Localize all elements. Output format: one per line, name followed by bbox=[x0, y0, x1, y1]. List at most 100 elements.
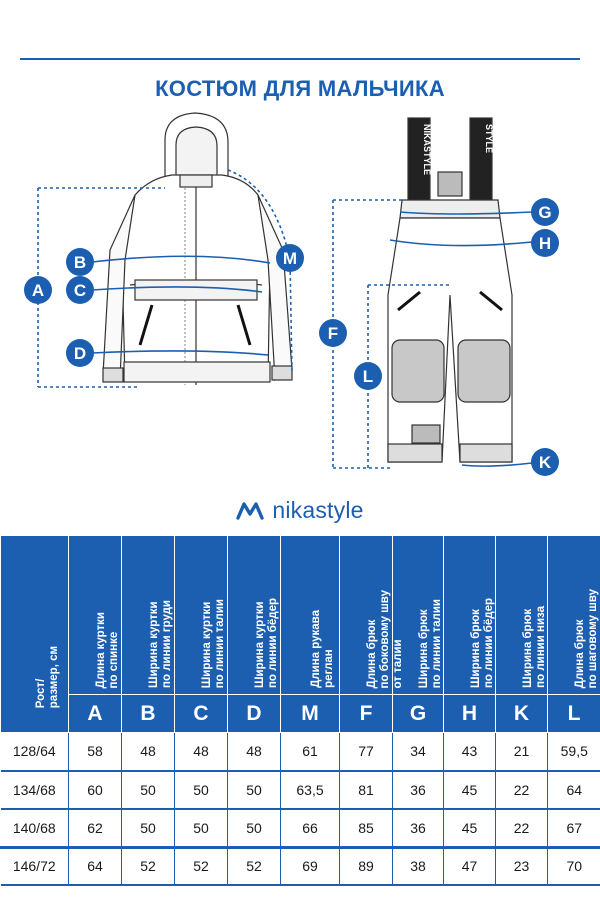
brand-mark-icon bbox=[236, 502, 265, 520]
size-cell: 134/68 bbox=[0, 770, 69, 810]
letter-a: A bbox=[68, 694, 122, 733]
value-cell: 89 bbox=[339, 846, 393, 886]
value-cell: 34 bbox=[392, 732, 444, 772]
value-cell: 50 bbox=[174, 770, 228, 810]
garment-diagram: NIKASTYLE STYLE A B C D M G H F L K bbox=[24, 112, 559, 476]
value-cell: 48 bbox=[174, 732, 228, 772]
value-cell: 22 bbox=[495, 770, 548, 810]
value-cell: 77 bbox=[339, 732, 393, 772]
table-letter-row: A B C D M F G H K L bbox=[1, 694, 600, 733]
value-cell: 48 bbox=[121, 732, 175, 772]
value-cell: 52 bbox=[174, 846, 228, 886]
dimension-markers: A B C D M G H F L K bbox=[24, 198, 559, 476]
letter-d: D bbox=[227, 694, 281, 733]
value-cell: 52 bbox=[227, 846, 281, 886]
value-cell: 23 bbox=[495, 846, 548, 886]
value-cell: 36 bbox=[392, 770, 444, 810]
letter-c: C bbox=[174, 694, 228, 733]
svg-text:H: H bbox=[539, 234, 551, 253]
marker-g: G bbox=[531, 198, 559, 226]
marker-b: B bbox=[66, 248, 94, 276]
svg-text:A: A bbox=[32, 281, 44, 300]
value-cell: 60 bbox=[68, 770, 122, 810]
value-cell: 48 bbox=[227, 732, 281, 772]
table-row: 128/64 58 48 48 48 61 77 34 43 21 59,5 bbox=[0, 732, 600, 772]
value-cell: 43 bbox=[443, 732, 496, 772]
header-cell-h: Ширина брюк по линии бёдер bbox=[443, 535, 496, 695]
value-cell: 62 bbox=[68, 808, 122, 848]
letter-h: H bbox=[443, 694, 496, 733]
letter-b: B bbox=[121, 694, 175, 733]
value-cell: 81 bbox=[339, 770, 393, 810]
letter-l: L bbox=[547, 694, 600, 733]
value-cell: 66 bbox=[280, 808, 340, 848]
table-body: 128/64 58 48 48 48 61 77 34 43 21 59,5 1… bbox=[0, 732, 600, 886]
svg-text:L: L bbox=[363, 367, 373, 386]
marker-l: L bbox=[354, 362, 382, 390]
value-cell: 50 bbox=[121, 808, 175, 848]
svg-text:D: D bbox=[74, 344, 86, 363]
letter-f: F bbox=[339, 694, 393, 733]
size-cell: 140/68 bbox=[0, 808, 69, 848]
svg-text:F: F bbox=[328, 324, 338, 343]
header-cell-l: Длина брюк по шаговому шву bbox=[547, 535, 600, 695]
header-cell-m: Длина рукава реглан bbox=[280, 535, 340, 695]
top-divider bbox=[20, 58, 580, 60]
value-cell: 52 bbox=[121, 846, 175, 886]
svg-text:B: B bbox=[74, 253, 86, 272]
svg-text:M: M bbox=[283, 249, 297, 268]
value-cell: 50 bbox=[174, 808, 228, 848]
header-cell-c: Ширина куртки по линии талии bbox=[174, 535, 228, 695]
page-title: КОСТЮМ ДЛЯ МАЛЬЧИКА bbox=[155, 76, 445, 101]
suspender-print: NIKASTYLE STYLE bbox=[422, 124, 494, 175]
letter-g: G bbox=[392, 694, 444, 733]
brand-logo: nikastyle bbox=[0, 494, 600, 526]
table-header-row: Рост/ размер, см Длина куртки по спинке … bbox=[0, 535, 600, 733]
svg-text:G: G bbox=[538, 203, 551, 222]
marker-k: K bbox=[531, 448, 559, 476]
value-cell: 85 bbox=[339, 808, 393, 848]
header-cell-g: Ширина брюк по линии талии bbox=[392, 535, 444, 695]
value-cell: 50 bbox=[121, 770, 175, 810]
marker-h: H bbox=[531, 229, 559, 257]
value-cell: 58 bbox=[68, 732, 122, 772]
value-cell: 21 bbox=[495, 732, 548, 772]
value-cell: 69 bbox=[280, 846, 340, 886]
value-cell: 50 bbox=[227, 770, 281, 810]
svg-text:STYLE: STYLE bbox=[484, 124, 494, 153]
value-cell: 61 bbox=[280, 732, 340, 772]
header-cell-d: Ширина куртки по линии бёдер bbox=[227, 535, 281, 695]
marker-c: C bbox=[66, 276, 94, 304]
value-cell: 64 bbox=[547, 770, 600, 810]
value-cell: 22 bbox=[495, 808, 548, 848]
value-cell: 45 bbox=[443, 808, 496, 848]
table-row: 134/68 60 50 50 50 63,5 81 36 45 22 64 bbox=[0, 770, 600, 810]
brand-name: nikastyle bbox=[272, 496, 364, 523]
value-cell: 64 bbox=[68, 846, 122, 886]
letter-m: M bbox=[280, 694, 340, 733]
value-cell: 67 bbox=[547, 808, 600, 848]
value-cell: 38 bbox=[392, 846, 444, 886]
jacket-illustration bbox=[102, 112, 293, 385]
marker-d: D bbox=[66, 339, 94, 367]
pants-illustration bbox=[387, 117, 513, 463]
size-table: Рост/ размер, см Длина куртки по спинке … bbox=[0, 535, 600, 886]
header-cell-k: Ширина брюк по линии низа bbox=[495, 535, 548, 695]
letter-k: K bbox=[495, 694, 548, 733]
svg-text:K: K bbox=[539, 453, 552, 472]
marker-m: M bbox=[276, 244, 304, 272]
header-cell-b: Ширина куртки по линии груди bbox=[121, 535, 175, 695]
bottom-divider bbox=[0, 846, 600, 849]
value-cell: 50 bbox=[227, 808, 281, 848]
size-cell: 146/72 bbox=[0, 846, 69, 886]
marker-a: A bbox=[24, 276, 52, 304]
table-row: 140/68 62 50 50 50 66 85 36 45 22 67 bbox=[0, 808, 600, 848]
header-cell-f: Длина брюк по боковому шву от талии bbox=[339, 535, 404, 695]
value-cell: 63,5 bbox=[280, 770, 340, 810]
value-cell: 70 bbox=[547, 846, 600, 886]
value-cell: 47 bbox=[443, 846, 496, 886]
header-cell-a: Длина куртки по спинке bbox=[68, 535, 122, 695]
size-cell: 128/64 bbox=[0, 732, 69, 772]
value-cell: 45 bbox=[443, 770, 496, 810]
size-header-cell: Рост/ размер, см bbox=[0, 535, 69, 733]
